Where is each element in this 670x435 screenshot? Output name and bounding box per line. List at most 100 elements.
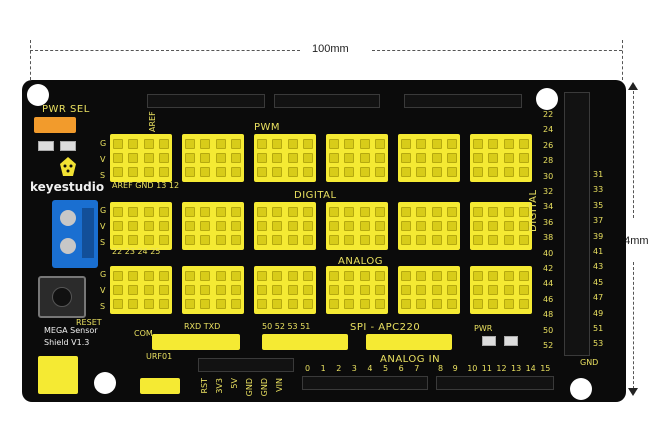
- pin: [230, 271, 241, 281]
- pin: [374, 235, 385, 245]
- pin: [344, 207, 355, 217]
- spi-header-left[interactable]: [262, 334, 348, 350]
- pin: [302, 285, 313, 295]
- pin-row: [473, 139, 529, 149]
- pin-row: [329, 235, 385, 245]
- pin: [344, 153, 355, 163]
- power-select-jumper[interactable]: [34, 117, 76, 133]
- pin-row: [401, 167, 457, 177]
- top-header-3[interactable]: [404, 94, 522, 108]
- analog-pin-label: 1: [320, 364, 326, 373]
- analog-pin-label: 15: [540, 364, 551, 373]
- pin: [329, 271, 339, 281]
- sensor-pin-block[interactable]: [254, 134, 316, 182]
- sensor-pin-block[interactable]: [326, 202, 388, 250]
- pin: [473, 207, 483, 217]
- right-pin-label: 50: [543, 325, 554, 335]
- pin-row: [113, 271, 169, 281]
- sensor-pin-block[interactable]: [110, 202, 172, 250]
- sensor-pin-block[interactable]: [182, 202, 244, 250]
- pin: [329, 299, 339, 309]
- com-label: COM: [134, 329, 153, 338]
- sensor-pin-block[interactable]: [182, 134, 244, 182]
- pin: [257, 271, 267, 281]
- analog-header-a[interactable]: [302, 376, 428, 390]
- sensor-pin-block[interactable]: [254, 202, 316, 250]
- pin: [215, 207, 226, 217]
- pin: [185, 299, 195, 309]
- sensor-pin-block[interactable]: [398, 202, 460, 250]
- top-header-1[interactable]: [147, 94, 265, 108]
- sensor-pin-block[interactable]: [470, 266, 532, 314]
- right-pin-label: 42: [543, 264, 554, 273]
- pin: [230, 221, 241, 231]
- right-inner-pin-label: 45: [593, 277, 604, 287]
- pin: [113, 153, 123, 163]
- pin: [302, 299, 313, 309]
- sensor-pin-block[interactable]: [254, 266, 316, 314]
- pin: [416, 235, 427, 245]
- right-pin-label: 40: [543, 248, 554, 258]
- pin: [416, 153, 427, 163]
- pin: [143, 221, 154, 231]
- pin: [287, 235, 298, 245]
- sensor-pin-block[interactable]: [398, 266, 460, 314]
- urf01-header[interactable]: [140, 378, 180, 394]
- right-double-header[interactable]: [564, 92, 590, 356]
- pin-row: [113, 139, 169, 149]
- top-header-2[interactable]: [274, 94, 380, 108]
- pin: [128, 167, 139, 177]
- pin: [200, 221, 211, 231]
- pin: [158, 299, 169, 309]
- pin: [128, 153, 139, 163]
- sensor-pin-block[interactable]: [110, 266, 172, 314]
- pin: [272, 221, 283, 231]
- right-pin-label: 30: [543, 171, 554, 181]
- sensor-pin-block[interactable]: [326, 134, 388, 182]
- pin: [518, 271, 529, 281]
- sensor-pin-block[interactable]: [326, 266, 388, 314]
- pin: [143, 271, 154, 281]
- sensor-pin-block[interactable]: [182, 266, 244, 314]
- pin: [113, 139, 123, 149]
- gvs-row3-s: S: [100, 302, 106, 311]
- pin: [200, 153, 211, 163]
- pin: [329, 221, 339, 231]
- pin: [302, 207, 313, 217]
- pin: [416, 271, 427, 281]
- analog-pin-label: 4: [367, 364, 373, 373]
- pin-row: [401, 235, 457, 245]
- right-pin-label: 44: [543, 279, 554, 289]
- uart-header-left[interactable]: [38, 356, 78, 394]
- sensor-pin-block[interactable]: [470, 134, 532, 182]
- pin: [374, 285, 385, 295]
- pin: [473, 139, 483, 149]
- analog-pin-label: 7: [414, 364, 420, 373]
- pin: [431, 207, 442, 217]
- pin: [503, 221, 514, 231]
- pin: [374, 167, 385, 177]
- pin: [302, 139, 313, 149]
- pin: [215, 299, 226, 309]
- reset-button[interactable]: [38, 276, 86, 318]
- sensor-pin-block[interactable]: [110, 134, 172, 182]
- pin: [128, 221, 139, 231]
- pin: [401, 271, 411, 281]
- pin-row: [329, 271, 385, 281]
- rxd-txd-label: RXD TXD: [184, 322, 221, 331]
- sensor-pin-block[interactable]: [470, 202, 532, 250]
- pin-row: [185, 235, 241, 245]
- apc220-header[interactable]: [366, 334, 452, 350]
- pin: [215, 221, 226, 231]
- width-dim-line-right: [372, 50, 622, 51]
- com-header[interactable]: [152, 334, 240, 350]
- sensor-pin-block[interactable]: [398, 134, 460, 182]
- analog-header-b[interactable]: [436, 376, 554, 390]
- power-header[interactable]: [198, 358, 294, 372]
- pin: [158, 235, 169, 245]
- power-terminal-block[interactable]: [52, 200, 98, 268]
- pin: [230, 235, 241, 245]
- pin: [272, 167, 283, 177]
- pin: [158, 207, 169, 217]
- pin: [143, 285, 154, 295]
